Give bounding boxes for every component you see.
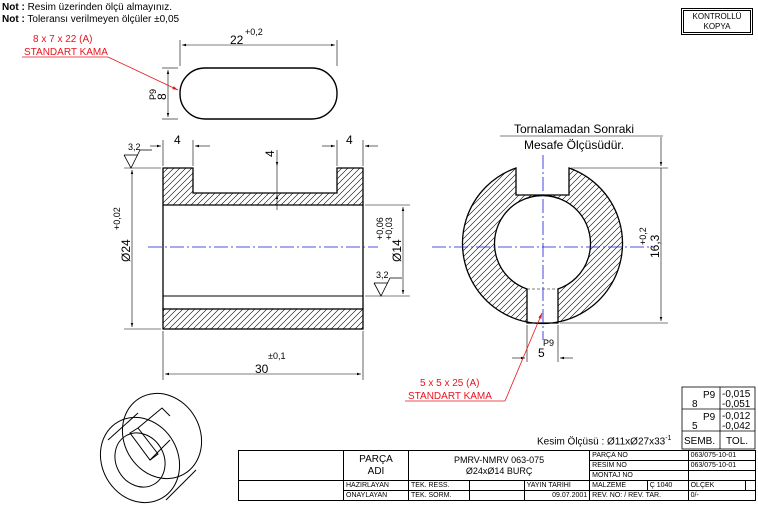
end-view-note-2: Mesafe Ölçüsüdür. (524, 138, 624, 152)
resim-no-value: 063/075-10-01 (687, 460, 757, 471)
onaylayan-label: ONAYLAYAN (343, 490, 409, 501)
bushing-end-view: Tornalamadan Sonraki Mesafe Ölçüsüdür. 1… (405, 122, 668, 402)
bushing-isometric-view (99, 392, 203, 504)
keyway-fit: P9 (543, 338, 554, 348)
key-top-name: STANDART KAMA (24, 47, 108, 58)
part-name-2: Ø24xØ14 BURÇ (465, 465, 533, 476)
key-width-fit: P9 (148, 89, 158, 100)
rev-value: 0/- (687, 490, 757, 501)
parca-no-value: 063/075-10-01 (687, 450, 757, 461)
shoulder-left-dim: 4 (174, 133, 181, 147)
length-tol: ±0,1 (268, 351, 285, 361)
tolerance-table: P9 8 -0,015 -0,051 P9 5 -0,012 -0,042 SE… (681, 386, 756, 450)
tek-sorm-label: TEK. SORM. (408, 490, 470, 501)
slot-depth-dim: 4 (263, 150, 277, 157)
tol-row1-lower: -0,051 (722, 399, 751, 410)
tol-row1-upper: -0,015 (722, 389, 751, 400)
date-value: 09.07.2001 (523, 490, 591, 501)
rev-label: REV. NO: / REV. TAR. (589, 490, 689, 501)
end-view-dim-tol: +0,2 (638, 227, 648, 245)
bore-diameter-dim: Ø14 (390, 239, 404, 262)
tol-row1-fit: P9 (703, 390, 716, 401)
tek-ress-label: TEK. RESS. (408, 480, 470, 491)
key-width-dim: 8 (155, 93, 169, 100)
key-length-tol: +0,2 (245, 27, 263, 37)
tol-row2-lower: -0,042 (722, 421, 751, 432)
tol-row2-upper: -0,012 (722, 411, 751, 422)
keyway-width-dim: 5 (538, 346, 545, 360)
hazirlayan-label: HAZIRLAYAN (343, 480, 409, 491)
end-view-dim: 16,3 (648, 234, 662, 258)
bushing-section-view: 4 4 4 3,2 Ø24 +0,02 Ø14 +0,06 +0,03 3,2 (112, 133, 410, 380)
key-length-dim: 22 (230, 33, 244, 47)
key-top-spec: 8 x 7 x 22 (A) (33, 34, 92, 45)
note-2: Not : Toleransı verilmeyen ölçüler ±0,05 (2, 14, 180, 25)
tol-row1-size: 8 (692, 399, 698, 410)
part-name-1: PMRV-NMRV 063-075 (453, 454, 545, 465)
tol-header-semb: SEMB. (684, 436, 715, 447)
key-top-view: 22 +0,2 8 P9 8 x 7 x 22 (A) STANDART KAM… (22, 27, 338, 120)
end-view-note-1: Tornalamadan Sonraki (514, 122, 634, 136)
tol-header-tol: TOL. (726, 436, 748, 447)
shoulder-right-dim: 4 (346, 133, 353, 147)
montaj-no-label: MONTAJ NO (589, 470, 689, 481)
outer-diameter-tol: +0,02 (112, 207, 122, 230)
note-1: Not : Resim üzerinden ölçü almayınız. (2, 2, 173, 13)
tol-row2-size: 5 (692, 421, 698, 432)
yayin-tarihi-label: YAYIN TARİHİ (523, 480, 591, 491)
malzeme-value: Ç 1040 (646, 480, 689, 491)
key-bottom-spec: 5 x 5 x 25 (A) (420, 378, 479, 389)
tol-row2-fit: P9 (703, 412, 716, 423)
part-label-1: PARÇA (359, 453, 393, 465)
key-bottom-name: STANDART KAMA (408, 391, 492, 402)
parca-no-label: PARÇA NO (589, 450, 689, 461)
roughness-outer: 3,2 (128, 142, 141, 152)
bore-tol-lower: +0,03 (384, 217, 394, 240)
roughness-bore: 3,2 (376, 270, 389, 280)
montaj-no-value (687, 470, 757, 481)
bore-tol-upper: +0,06 (375, 217, 385, 240)
resim-no-label: RESİM NO (589, 460, 689, 471)
olcek-label: ÖLÇEK (687, 480, 746, 491)
part-label-2: ADI (367, 465, 385, 477)
outer-diameter-dim: Ø24 (119, 239, 133, 262)
malzeme-label: MALZEME (589, 480, 648, 491)
length-dim: 30 (255, 362, 269, 376)
cut-size-note: Kesim Ölçüsü : Ø11xØ27x33-1 (537, 435, 672, 448)
